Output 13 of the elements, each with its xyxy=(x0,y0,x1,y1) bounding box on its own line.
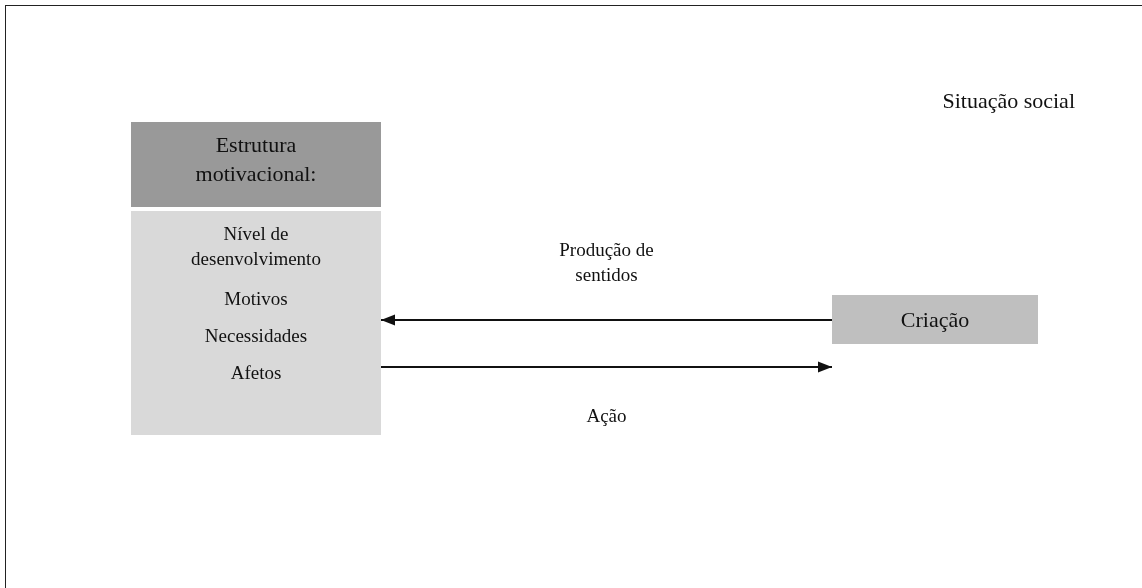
list-item: Necessidades xyxy=(203,324,309,349)
list-box xyxy=(131,211,381,435)
list-item: Afetos xyxy=(229,360,283,385)
process-box xyxy=(832,295,1038,344)
arrow xyxy=(380,314,833,326)
frame-title: Situação social xyxy=(942,88,1075,114)
frame xyxy=(5,5,1142,588)
header-box xyxy=(131,122,381,207)
box-label: Criação xyxy=(899,306,971,334)
list-item: Nível de desenvolvimento xyxy=(190,222,322,271)
box-label: Estrutura motivacional: xyxy=(194,131,318,188)
list-item: Motivos xyxy=(223,287,289,312)
arrow xyxy=(380,361,833,373)
